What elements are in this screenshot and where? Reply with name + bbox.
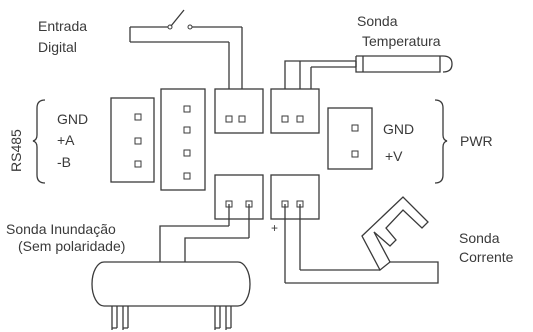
label-v-plus: +V <box>385 148 403 164</box>
label-current-probe-1: Sonda <box>459 230 500 246</box>
label-current-probe-2: Corrente <box>459 249 514 265</box>
flood-connector <box>214 174 264 220</box>
label-b-minus: -B <box>57 154 71 170</box>
digital-input-connector <box>214 88 264 134</box>
current-connector <box>270 174 320 220</box>
label-flood-probe-1: Sonda Inundação <box>6 221 116 237</box>
rs485-connector <box>110 97 155 183</box>
four-pin-connector <box>160 88 206 191</box>
current-probe <box>284 196 439 284</box>
label-plus-marker: + <box>271 221 278 235</box>
power-connector <box>327 107 373 170</box>
label-temp-probe-2: Temperatura <box>362 33 441 49</box>
label-temp-probe-1: Sonda <box>357 13 398 29</box>
pwr-bracket <box>434 99 448 184</box>
flood-probe <box>91 204 251 330</box>
temperature-connector <box>270 88 320 134</box>
label-rs485: RS485 <box>8 129 24 172</box>
label-digital-input-2: Digital <box>38 39 77 55</box>
label-a-plus: +A <box>57 132 75 148</box>
label-pwr: PWR <box>460 133 493 149</box>
label-flood-probe-2: (Sem polaridade) <box>18 238 125 254</box>
label-gnd-left: GND <box>57 111 88 127</box>
label-digital-input-1: Entrada <box>38 18 87 34</box>
rs485-bracket <box>32 99 46 184</box>
label-gnd-right: GND <box>383 121 414 137</box>
